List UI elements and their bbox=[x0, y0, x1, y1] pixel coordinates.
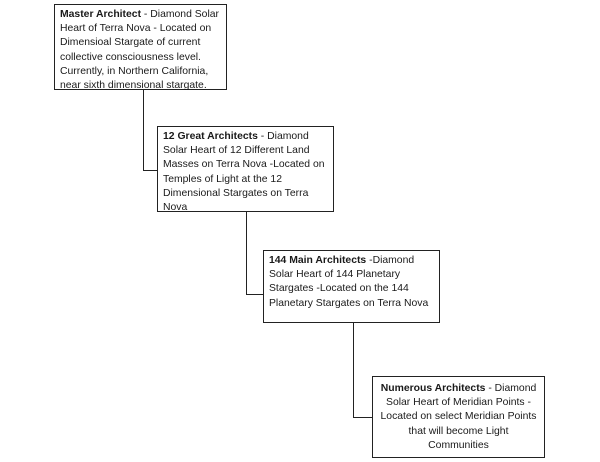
master-architect-box: Master Architect - Diamond Solar Heart o… bbox=[54, 4, 227, 92]
numerous-architects-box: Numerous Architects - Diamond Solar Hear… bbox=[372, 376, 545, 458]
main-architects-box: 144 Main Architects -Diamond Solar Heart… bbox=[263, 250, 440, 323]
great-architects-description: - Diamond Solar Heart of 12 Different La… bbox=[163, 131, 325, 214]
connector-master-to-12 bbox=[143, 90, 158, 171]
main-architects-description: -Diamond Solar Heart of 144 Planetary St… bbox=[269, 255, 429, 309]
main-architects-title: 144 Main Architects bbox=[269, 255, 367, 266]
great-architects-title: 12 Great Architects bbox=[163, 131, 258, 142]
numerous-architects-title: Numerous Architects bbox=[380, 383, 486, 394]
master-architect-title: Master Architect bbox=[60, 9, 142, 20]
master-architect-description: - Diamond Solar Heart of Terra Nova - Lo… bbox=[60, 9, 220, 92]
connector-144-to-numerous bbox=[353, 323, 373, 418]
numerous-architects-description: - Diamond Solar Heart of Meridian Points… bbox=[380, 383, 537, 451]
connector-12-to-144 bbox=[246, 212, 264, 295]
great-architects-box: 12 Great Architects - Diamond Solar Hear… bbox=[157, 126, 334, 214]
